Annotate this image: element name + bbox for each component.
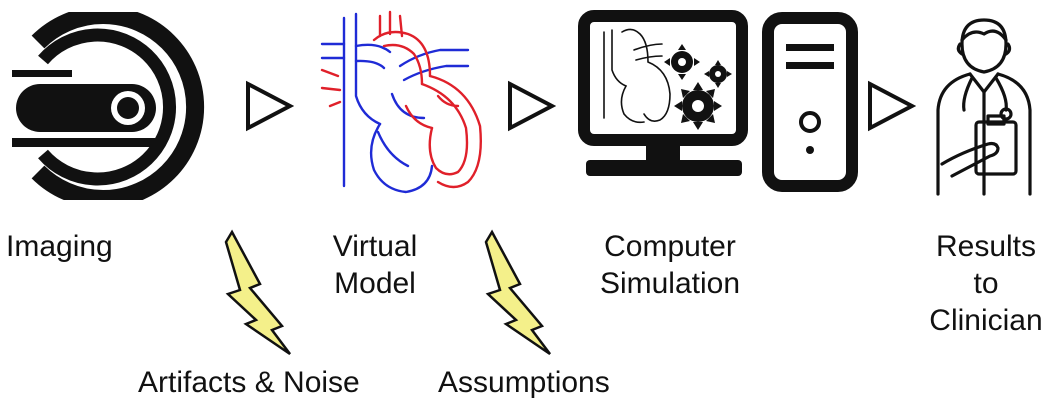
arrow-right-icon bbox=[508, 80, 556, 132]
stage-label-line: to bbox=[973, 267, 999, 300]
arrow-right-icon bbox=[246, 80, 294, 132]
stage-label-imaging: Imaging bbox=[6, 228, 166, 265]
stage-label-virtual-model: Virtual Model bbox=[300, 228, 450, 302]
error-source-label: Artifacts & Noise bbox=[138, 366, 360, 399]
stage-label-results: Results to Clinician bbox=[916, 228, 1056, 339]
heart-model-icon bbox=[320, 10, 482, 194]
computer-simulation-icon bbox=[578, 10, 858, 192]
mri-scanner-icon bbox=[12, 12, 205, 200]
arrow-right-icon bbox=[868, 80, 916, 132]
lightning-bolt-icon bbox=[224, 229, 291, 356]
stage-label-line: Computer bbox=[604, 230, 736, 263]
stage-label-line: Virtual bbox=[332, 230, 418, 263]
stage-label-line: Clinician bbox=[929, 304, 1043, 337]
stage-label-line: Results bbox=[935, 230, 1037, 263]
clinician-icon bbox=[936, 18, 1032, 196]
error-source-label: Assumptions bbox=[438, 366, 610, 399]
stage-label-computer-simulation: Computer Simulation bbox=[580, 228, 760, 302]
stage-label-line: Simulation bbox=[599, 267, 741, 300]
stage-label-line: Imaging bbox=[6, 230, 113, 263]
stage-label-line: Model bbox=[334, 267, 416, 300]
lightning-bolt-icon bbox=[484, 229, 551, 356]
